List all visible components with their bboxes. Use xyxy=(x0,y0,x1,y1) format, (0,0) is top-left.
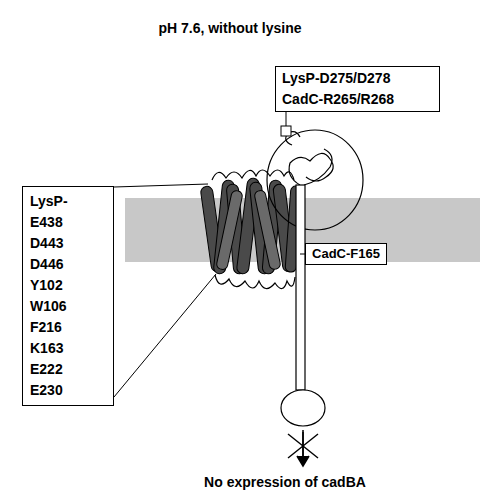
periplasmic-ellipse xyxy=(267,130,363,230)
lysp-loops xyxy=(212,170,295,289)
cadc-cytoplasmic-domain xyxy=(281,390,325,426)
node-text: LysP-D275/D278 CadC-R265/R268 xyxy=(282,68,433,110)
residue-label-box: CadC-F165 xyxy=(305,243,387,265)
lysp-helices xyxy=(200,178,302,275)
node-text: LysP- E438 D443 D446 Y102 W106 F216 K163… xyxy=(30,191,83,401)
blocked-arrow xyxy=(288,430,318,466)
leader-lines xyxy=(114,110,305,397)
figure-caption: No expression of cadBA xyxy=(120,474,450,490)
residue-list-box: LysP- E438 D443 D446 Y102 W106 F216 K163… xyxy=(22,186,114,406)
figure-title: pH 7.6, without lysine xyxy=(120,20,340,36)
cadc-periplasmic-domain xyxy=(286,132,333,185)
residue-callout-box: LysP-D275/D278 CadC-R265/R268 xyxy=(275,66,440,112)
cadc-transmembrane-rod xyxy=(296,185,305,390)
node-text: CadC-F165 xyxy=(309,245,383,263)
residue-square xyxy=(281,126,291,136)
